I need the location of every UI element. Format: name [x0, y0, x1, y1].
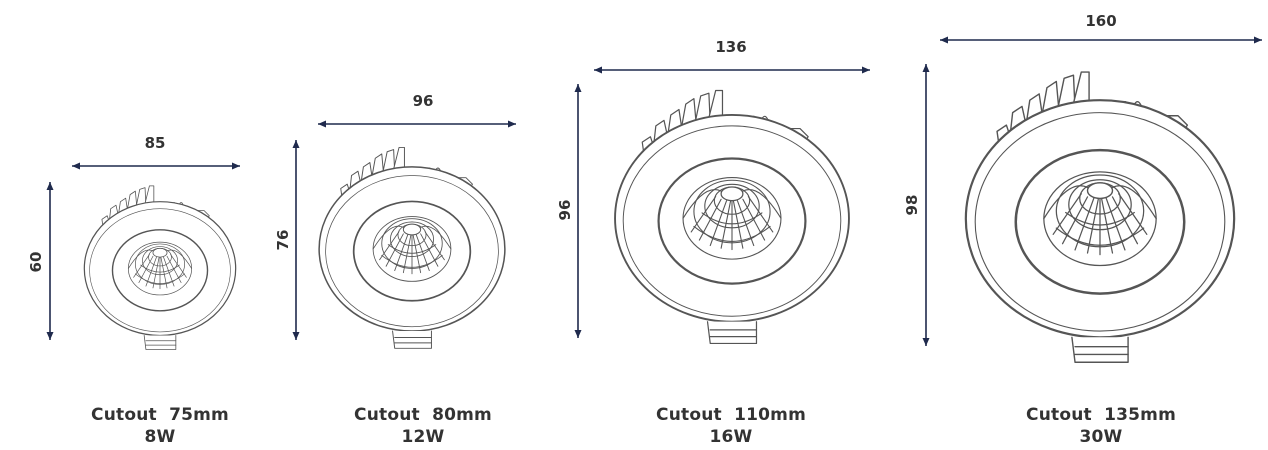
downlight-large-icon [613, 89, 851, 345]
height-label: 98 [903, 195, 921, 216]
caption-product-3: Cutout 110mm 16W [621, 404, 841, 448]
cutout-label: Cutout 75mm [91, 405, 229, 425]
product-2: 96 76 [274, 92, 516, 350]
width-label: 85 [145, 134, 166, 152]
product-1: 85 60 [27, 134, 240, 351]
power-label: 16W [709, 427, 753, 447]
width-label: 96 [413, 92, 434, 110]
width-label: 136 [715, 38, 746, 56]
cutout-label: Cutout 110mm [656, 405, 806, 425]
caption-product-4: Cutout 135mm 30W [991, 404, 1211, 448]
downlight-medium-icon [318, 146, 506, 350]
cutout-label: Cutout 135mm [1026, 405, 1176, 425]
height-label: 76 [274, 230, 292, 251]
power-label: 30W [1079, 427, 1123, 447]
product-3: 136 96 [556, 38, 870, 345]
height-label: 60 [27, 252, 45, 273]
width-label: 160 [1085, 12, 1116, 30]
downlight-xlarge-icon [964, 70, 1236, 364]
caption-product-1: Cutout 75mm 8W [50, 404, 270, 448]
height-label: 96 [556, 200, 574, 221]
product-4: 160 98 [903, 12, 1262, 364]
cutout-label: Cutout 80mm [354, 405, 492, 425]
power-label: 12W [401, 427, 445, 447]
caption-product-2: Cutout 80mm 12W [313, 404, 533, 448]
power-label: 8W [144, 427, 176, 447]
downlight-small-icon [83, 185, 237, 351]
